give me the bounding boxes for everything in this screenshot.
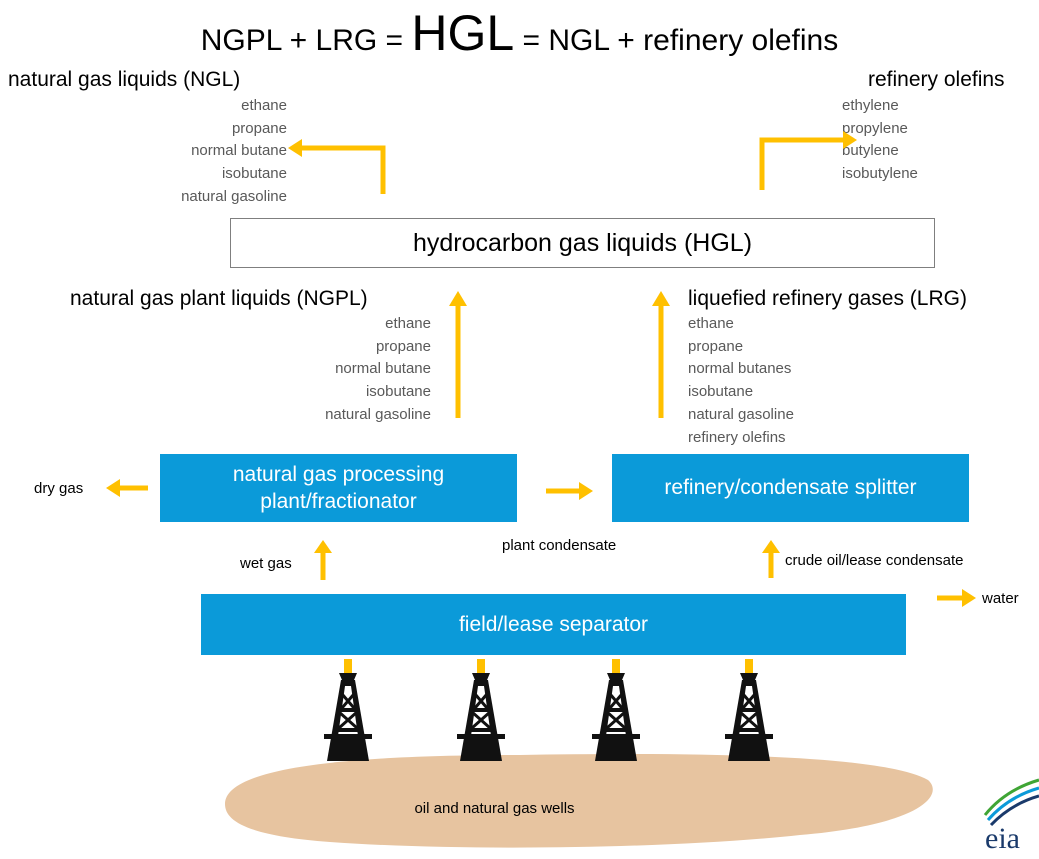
olefins-heading: refinery olefins — [868, 68, 1005, 91]
processing-plant-line: natural gas processing — [232, 463, 445, 486]
diagram-title: NGPL + LRG = HGL = NGL + refinery olefin… — [0, 4, 1039, 62]
lrg-heading: liquefied refinery gases (LRG) — [688, 287, 967, 310]
lrg-item: ethane — [688, 315, 734, 332]
separator-box: field/lease separator — [201, 594, 906, 655]
ngl-item: isobutane — [221, 165, 287, 183]
olefins-item: isobutylene — [842, 165, 918, 183]
refinery-box: refinery/condensate splitter — [612, 454, 969, 522]
olefins-list: ethylene propylene butylene isobutylene — [842, 95, 918, 186]
ngpl-item: natural gasoline — [325, 405, 431, 423]
eia-logo-icon — [983, 778, 1039, 827]
ngl-list: ethane propane normal butane isobutane n… — [181, 95, 287, 209]
lrg-list: ethane propane normal butanes isobutane … — [688, 313, 794, 449]
hgl-box: hydrocarbon gas liquids (HGL) — [230, 218, 935, 268]
title-suffix: = NGL + refinery olefins — [514, 24, 839, 57]
ngpl-heading: natural gas plant liquids (NGPL) — [70, 287, 368, 310]
ngl-heading: natural gas liquids (NGL) — [8, 68, 241, 91]
drilling-rig-icon — [455, 657, 507, 763]
wet-gas-label: wet gas — [240, 555, 292, 572]
ngl-item: ethane — [241, 97, 287, 114]
water-label: water — [982, 590, 1019, 607]
ngpl-item: propane — [375, 337, 431, 355]
ngpl-item: isobutane — [365, 383, 431, 401]
ngl-item: natural gasoline — [181, 187, 287, 205]
ngl-arrow — [300, 145, 386, 194]
drilling-rig-icon — [590, 657, 642, 763]
drilling-rig-icon — [322, 657, 374, 763]
ngpl-list: ethane propane normal butane isobutane n… — [325, 313, 431, 427]
eia-logo-text: eia — [985, 822, 1020, 855]
olefins-item: ethylene — [842, 97, 899, 114]
crude-oil-label: crude oil/lease condensate — [785, 552, 964, 569]
olefins-arrow — [759, 137, 845, 190]
ngpl-item: ethane — [385, 315, 431, 332]
plant-condensate-label: plant condensate — [502, 537, 617, 554]
ground-shape — [225, 754, 933, 848]
lrg-item: propane — [688, 337, 744, 355]
olefins-item: propylene — [842, 119, 908, 137]
ngl-item: normal butane — [191, 142, 287, 160]
lrg-item: normal butanes — [688, 360, 792, 378]
wells-label: oil and natural gas wells — [414, 800, 575, 817]
lrg-item: natural gasoline — [688, 405, 794, 423]
ngl-item: propane — [231, 119, 287, 137]
title-hgl: HGL — [411, 5, 515, 61]
processing-plant-line: plant/fractionator — [260, 490, 417, 513]
lrg-item: isobutane — [688, 383, 754, 401]
processing-plant-box: natural gas processing plant/fractionato… — [160, 454, 517, 522]
title-prefix: NGPL + LRG = — [200, 24, 412, 57]
dry-gas-label: dry gas — [34, 480, 84, 497]
ngpl-item: normal butane — [335, 360, 431, 378]
drilling-rig-icon — [723, 657, 775, 763]
olefins-item: butylene — [842, 142, 899, 160]
lrg-item: refinery olefins — [688, 428, 786, 446]
